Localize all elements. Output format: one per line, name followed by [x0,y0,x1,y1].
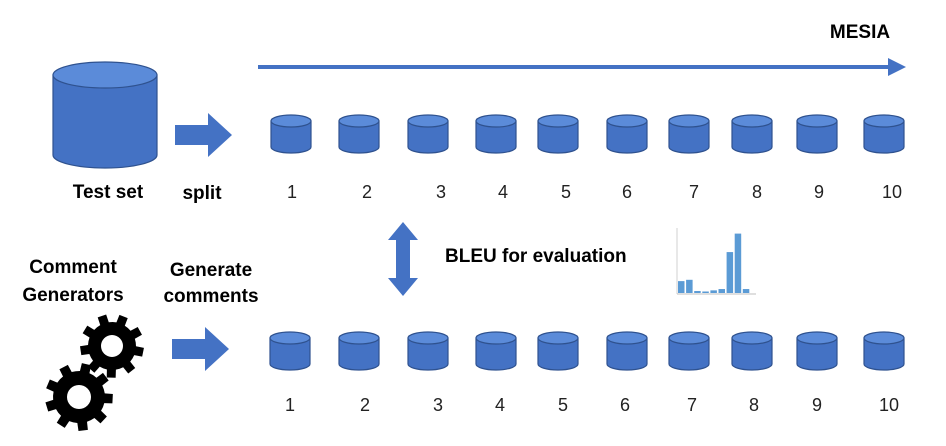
bottom-database-6 [606,331,648,371]
top-database-4 [475,114,517,154]
top-database-1 [270,114,312,154]
bottom-database-4 [475,331,517,371]
histogram-bar-4 [702,291,709,293]
bottom-number-10: 10 [879,395,899,415]
bottom-database-3 [407,331,449,371]
bottom-database-9 [796,331,838,371]
bottom-row-databases [269,331,905,371]
histogram-bar-1 [678,281,685,293]
histogram-bar-7 [726,252,734,293]
bottom-database-7 [668,331,710,371]
top-number-2: 2 [362,182,372,202]
top-number-7: 7 [689,182,699,202]
top-number-1: 1 [287,182,297,202]
top-database-2 [338,114,380,154]
histogram-bar-9 [742,289,750,293]
mesia-title: MESIA [830,22,890,43]
generate-comments-label-line1: Generate [170,260,252,281]
top-number-9: 9 [814,182,824,202]
histogram-bar-6 [718,289,725,293]
top-database-7 [668,114,710,154]
bottom-number-9: 9 [812,395,822,415]
bottom-number-5: 5 [558,395,568,415]
generate-comments-label-line2: comments [163,286,258,307]
top-number-3: 3 [436,182,446,202]
top-database-9 [796,114,838,154]
histogram-bar-3 [694,291,701,293]
bottom-number-6: 6 [620,395,630,415]
split-arrow-icon [175,113,232,157]
bottom-number-1: 1 [285,395,295,415]
comment-generators-label-line2: Generators [22,285,123,306]
bottom-number-4: 4 [495,395,505,415]
bottom-database-10 [863,331,905,371]
histogram-bar-2 [686,279,693,293]
top-database-6 [606,114,648,154]
histogram-bar-8 [734,233,742,293]
gears-icon [45,314,144,431]
top-number-8: 8 [752,182,762,202]
bleu-label: BLEU for evaluation [445,246,627,267]
top-row-numbers: 1 2 3 4 5 6 7 8 9 10 [287,182,902,202]
top-number-4: 4 [498,182,508,202]
bottom-database-5 [537,331,579,371]
bottom-number-2: 2 [360,395,370,415]
top-number-5: 5 [561,182,571,202]
bleu-histogram [676,228,756,295]
bottom-number-3: 3 [433,395,443,415]
large-gear-icon [45,363,113,431]
split-label: split [182,183,222,204]
histogram-bar-5 [710,290,717,293]
top-database-3 [407,114,449,154]
bottom-database-2 [338,331,380,371]
top-database-5 [537,114,579,154]
bottom-number-7: 7 [687,395,697,415]
top-row-databases [270,114,905,154]
generate-arrow-icon [172,327,229,371]
top-database-8 [731,114,773,154]
bottom-row-numbers: 1 2 3 4 5 6 7 8 9 10 [285,395,899,415]
top-database-10 [863,114,905,154]
top-number-10: 10 [882,182,902,202]
bottom-database-8 [731,331,773,371]
test-set-label: Test set [73,182,144,203]
comment-generators-label-line1: Comment [29,257,117,278]
test-set-database-body [52,61,158,169]
mesia-timeline-arrow [258,58,906,76]
top-number-6: 6 [622,182,632,202]
bottom-database-1 [269,331,311,371]
double-arrow-icon [388,222,418,296]
bottom-number-8: 8 [749,395,759,415]
test-set-database-icon [52,61,158,169]
small-gear-icon [80,314,144,378]
